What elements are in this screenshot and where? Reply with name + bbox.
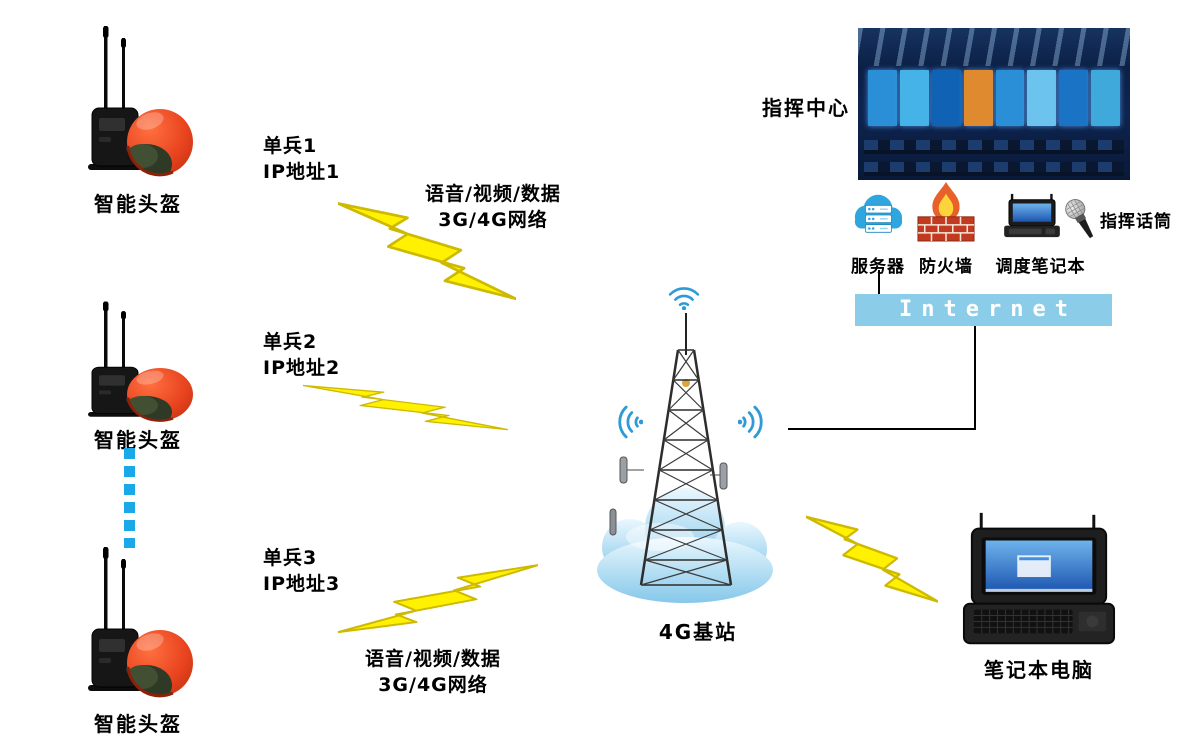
soldier-1-label: 单兵1 IP地址1 xyxy=(263,133,340,185)
smart-helmet-icon xyxy=(80,545,195,705)
cloud-shape xyxy=(597,488,773,603)
link-bottom-line2: 3G/4G网络 xyxy=(378,674,488,696)
dispatch-laptop-label: 调度笔记本 xyxy=(995,257,1086,277)
soldier-2-name: 单兵2 xyxy=(263,331,318,353)
soldier-1-ip: IP地址1 xyxy=(263,161,341,183)
laptop-icon xyxy=(962,512,1116,645)
server-icon xyxy=(854,194,903,233)
smart-helmet-label: 智能头盔 xyxy=(94,712,182,736)
wifi-signal-icon xyxy=(738,403,766,441)
soldier-3-label: 单兵3 IP地址3 xyxy=(263,545,340,597)
soldier-2-ip: IP地址2 xyxy=(263,357,341,379)
base-station-icon xyxy=(597,313,773,603)
lightning-bolt-icon xyxy=(338,198,516,306)
smart-helmet-label: 智能头盔 xyxy=(94,428,182,452)
firewall-icon xyxy=(917,182,975,242)
link-top-line1: 语音/视频/数据 xyxy=(425,183,561,205)
photo-desk-row xyxy=(864,140,1124,154)
connector-line-server-internet xyxy=(878,270,880,294)
ellipsis-dots xyxy=(124,448,135,548)
base-station-label: 4G基站 xyxy=(658,620,738,644)
connector-line-internet-down xyxy=(974,326,976,429)
soldier-3-ip: IP地址3 xyxy=(263,573,341,595)
connector-line-to-base-station xyxy=(788,428,976,430)
soldier-2-label: 单兵2 IP地址2 xyxy=(263,329,340,381)
dispatch-laptop-icon xyxy=(1004,193,1060,238)
lightning-bolt-icon xyxy=(806,512,938,608)
soldier-1-name: 单兵1 xyxy=(263,135,318,157)
server-label: 服务器 xyxy=(851,257,905,277)
command-center-photo xyxy=(858,28,1130,180)
photo-ceiling xyxy=(858,28,1130,66)
link-top-line2: 3G/4G网络 xyxy=(438,209,548,231)
microphone-label: 指挥话筒 xyxy=(1100,212,1172,232)
smart-helmet-icon xyxy=(80,300,195,428)
soldier-3-name: 单兵3 xyxy=(263,547,318,569)
wifi-signal-icon xyxy=(615,403,643,441)
laptop-label: 笔记本电脑 xyxy=(984,658,1094,682)
photo-desk-row xyxy=(864,162,1124,176)
photo-screen-wall xyxy=(868,70,1120,126)
microphone-icon xyxy=(1065,199,1094,239)
internet-bar: Internet xyxy=(855,294,1112,326)
wifi-signal-icon xyxy=(666,284,702,310)
lightning-bolt-icon xyxy=(338,560,538,636)
wireless-link-label-bottom: 语音/视频/数据 3G/4G网络 xyxy=(348,646,518,698)
link-bottom-line1: 语音/视频/数据 xyxy=(365,648,501,670)
firewall-label: 防火墙 xyxy=(919,257,973,277)
smart-helmet-icon xyxy=(80,24,195,184)
smart-helmet-label: 智能头盔 xyxy=(94,192,182,216)
command-center-label: 指挥中心 xyxy=(762,96,850,120)
wireless-link-label-top: 语音/视频/数据 3G/4G网络 xyxy=(408,181,578,233)
lightning-bolt-icon xyxy=(303,383,508,433)
